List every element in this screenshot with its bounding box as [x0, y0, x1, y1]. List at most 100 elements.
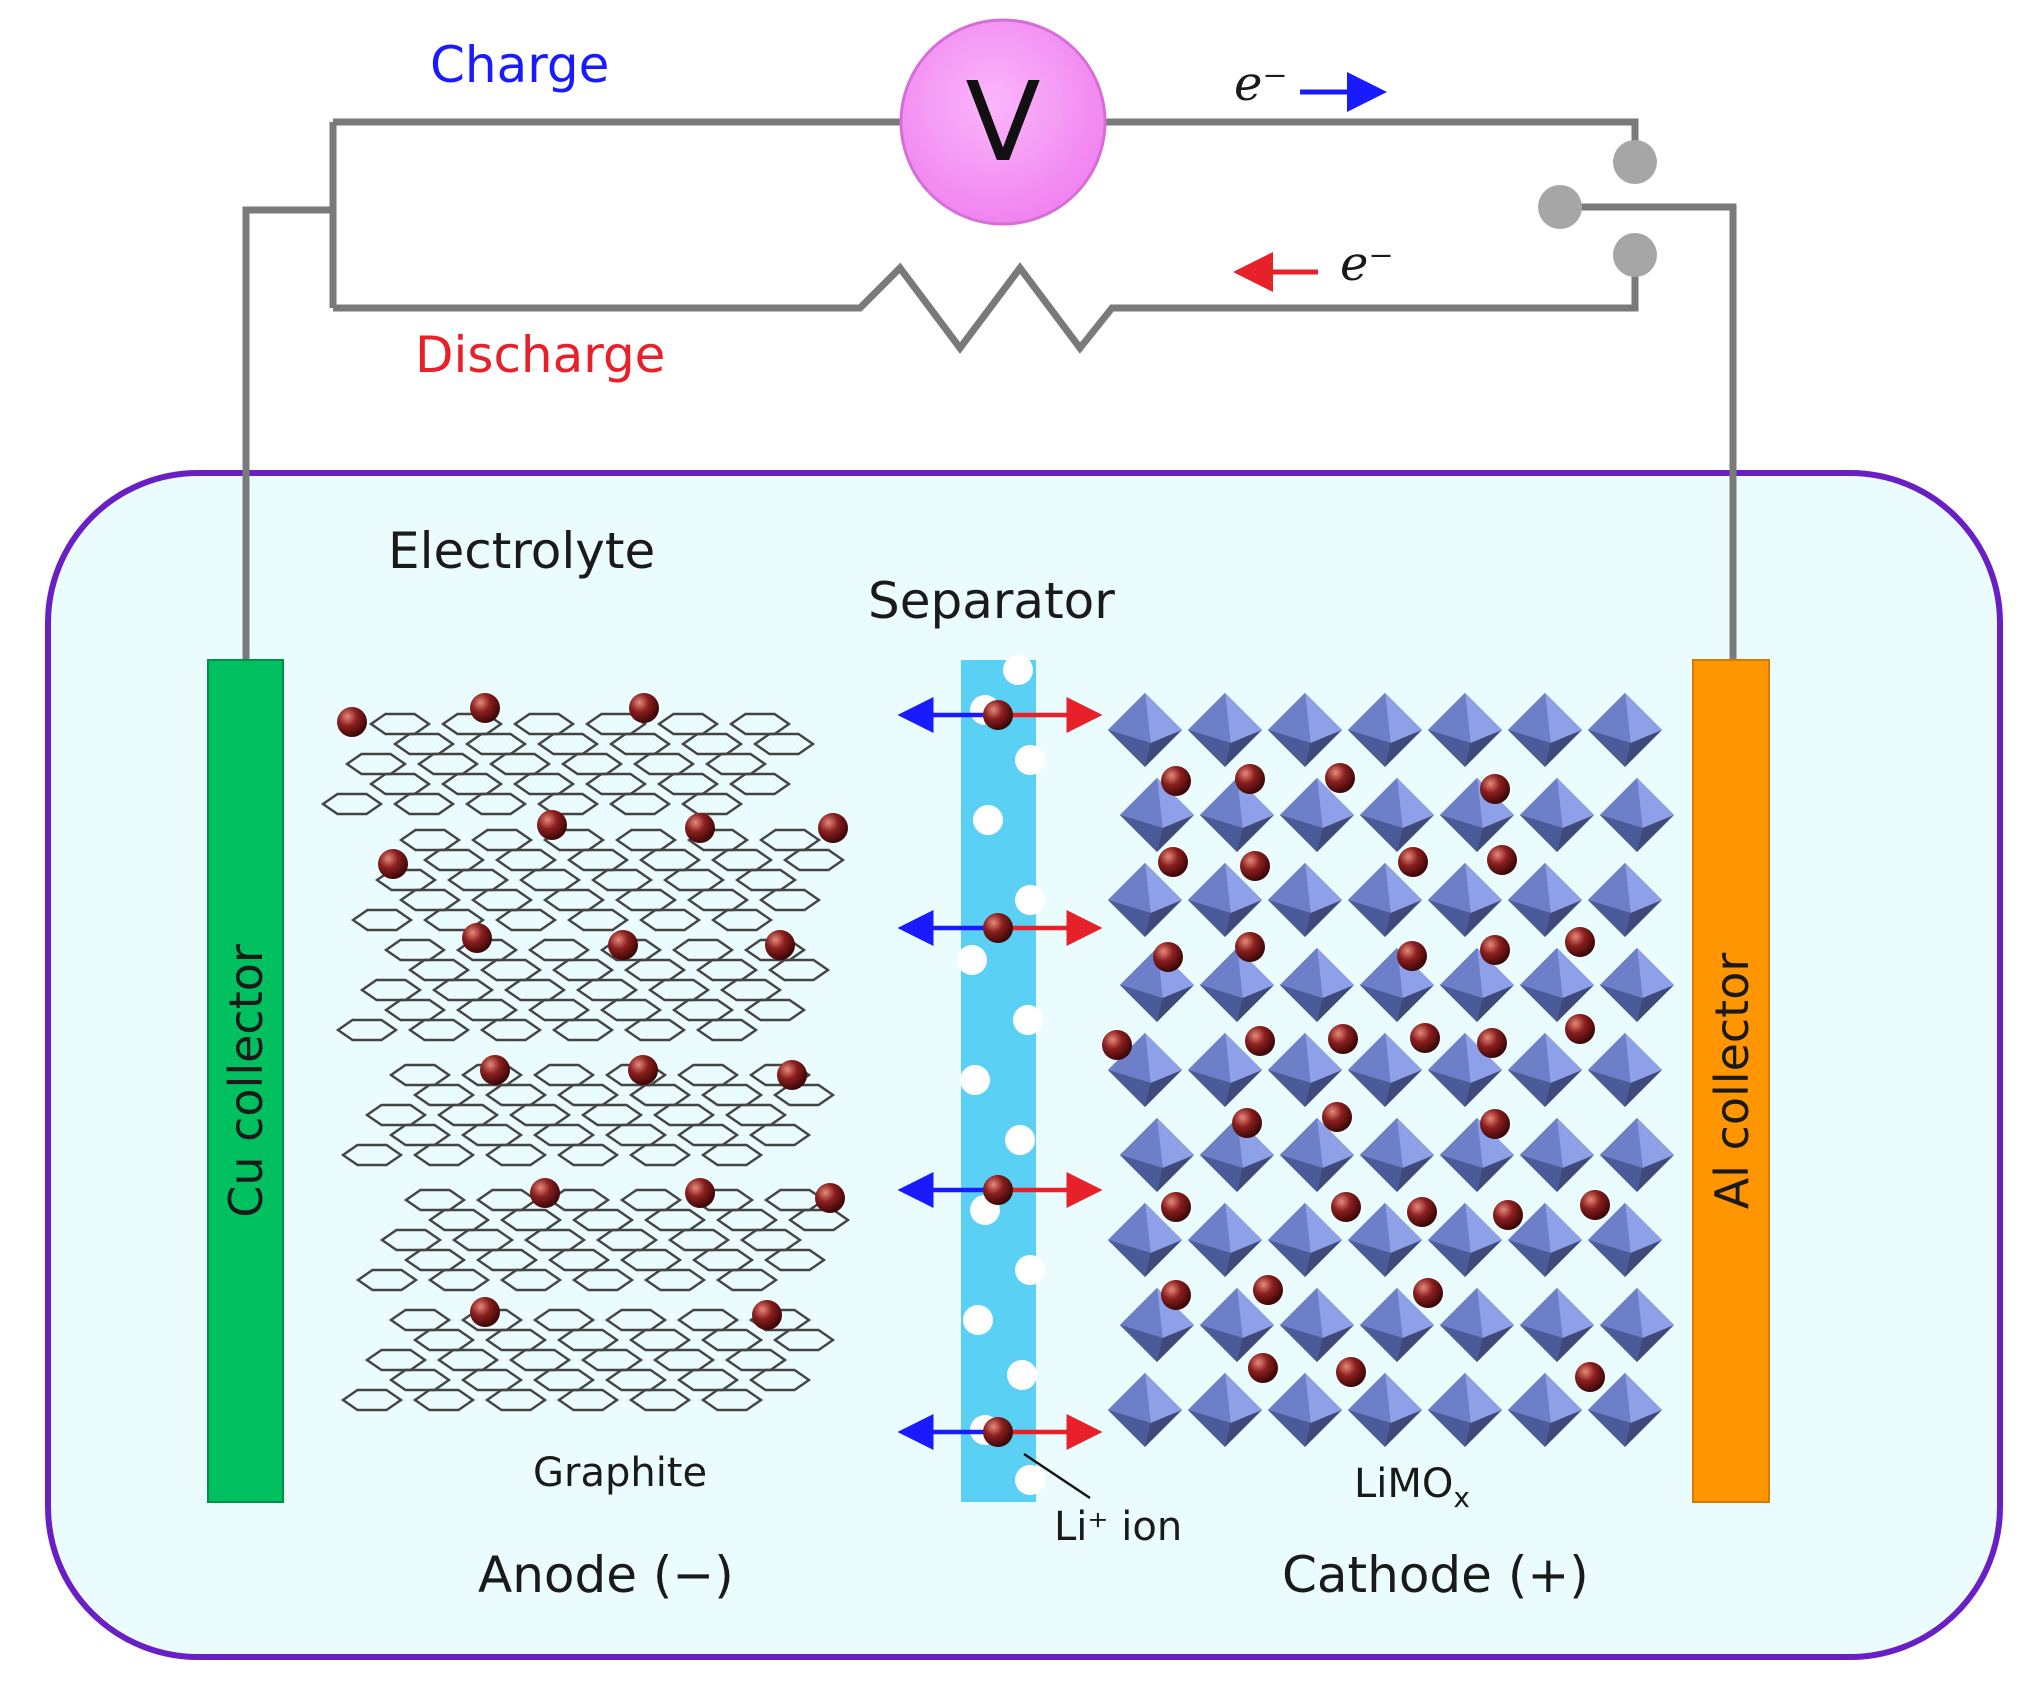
octahedron-face-mid	[1120, 948, 1163, 998]
octahedron-face-light	[1465, 1373, 1502, 1423]
octahedron-face-mid	[1200, 1288, 1243, 1338]
octahedron-face-mid	[1508, 1033, 1551, 1083]
graphite-hexagon	[403, 1188, 467, 1212]
graphite-hexagon	[388, 1123, 452, 1147]
graphite-hexagon	[464, 732, 528, 756]
graphite-hexagon	[700, 1143, 764, 1167]
limox-octahedron	[1508, 1033, 1582, 1107]
octahedron-face-light	[1145, 863, 1182, 913]
octahedron-face-dark	[1280, 1155, 1323, 1192]
graphite-hexagon	[368, 772, 432, 796]
octahedron-face-dark	[1188, 1240, 1231, 1277]
graphite-hexagon	[527, 998, 591, 1022]
graphite-hexagon	[436, 1348, 500, 1372]
graphite-hexagon	[608, 732, 672, 756]
graphite-hexagon	[547, 1188, 611, 1212]
limox-octahedron	[1280, 1118, 1354, 1192]
graphite-hexagon	[604, 1123, 668, 1147]
limox-octahedron	[1348, 1203, 1422, 1277]
octahedron-face-mid	[1588, 863, 1631, 913]
limox-octahedron	[1120, 778, 1194, 852]
limox-label-text: LiMO	[1354, 1461, 1453, 1507]
li-ion	[1477, 1028, 1507, 1058]
octahedron-face-dark	[1440, 1325, 1483, 1362]
graphite-hexagon	[503, 978, 567, 1002]
octahedron-face-dark	[1120, 1155, 1163, 1192]
octahedron-face-light	[1625, 693, 1662, 743]
octahedron-face-mid	[1600, 948, 1643, 998]
graphite-hexagon	[431, 978, 495, 1002]
octahedron-face-dark	[1508, 1410, 1551, 1447]
octahedron-face-light	[1545, 863, 1582, 913]
octahedron-face-mid	[1520, 948, 1563, 998]
limox-octahedron	[1188, 1203, 1262, 1277]
li-ion	[1253, 1275, 1283, 1305]
octahedron-face-dark	[1360, 1155, 1403, 1192]
li-ion	[1245, 1026, 1275, 1056]
octahedron-face-dark	[1108, 730, 1151, 767]
graphite-hexagon	[584, 772, 648, 796]
graphite-hexagon	[571, 1268, 635, 1292]
limox-octahedron	[1508, 1203, 1582, 1277]
octahedron-face-mid	[1348, 1203, 1391, 1253]
limox-octahedron	[1520, 948, 1594, 1022]
li-ion	[1410, 1023, 1440, 1053]
external-circuit	[242, 118, 1737, 660]
octahedron-face-light	[1625, 1203, 1662, 1253]
al-collector	[1692, 659, 1770, 1503]
limox-octahedron	[1360, 1118, 1434, 1192]
discharge-wire-right	[1235, 258, 1639, 312]
graphite-hexagon	[398, 888, 462, 912]
lithium-ions	[337, 693, 1610, 1392]
octahedron-face-mid	[1120, 1118, 1163, 1168]
separator-pore	[1003, 655, 1033, 685]
limox-octahedron	[1508, 863, 1582, 937]
octahedron-face-mid	[1348, 863, 1391, 913]
graphite-hexagon	[748, 1368, 812, 1392]
al-lead-wire	[1560, 203, 1737, 660]
graphite-hexagon	[652, 1348, 716, 1372]
limox-octahedron	[1188, 1033, 1262, 1107]
graphite-hexagon	[527, 938, 591, 962]
graphite-hexagon	[676, 1063, 740, 1087]
graphite-hexagon	[584, 712, 648, 736]
octahedron-face-mid	[1508, 863, 1551, 913]
graphite-sheet	[340, 1063, 836, 1167]
li-ion-leader-line	[1023, 1452, 1091, 1500]
graphite-hexagon	[551, 958, 615, 982]
graphite-hexagon	[350, 908, 414, 932]
limox-octahedron	[1520, 1288, 1594, 1362]
li-ion	[1407, 1197, 1437, 1227]
li-ion	[1480, 935, 1510, 965]
octahedron-face-dark	[1108, 1240, 1151, 1277]
octahedron-face-light	[1557, 1288, 1594, 1338]
octahedron-face-light	[1465, 1033, 1502, 1083]
resistor-zigzag	[733, 262, 1235, 354]
cu-lead-wire	[242, 206, 333, 660]
graphite-hexagon	[787, 1208, 851, 1232]
li-ion	[1487, 845, 1517, 875]
octahedron-face-mid	[1428, 863, 1471, 913]
li-ion	[752, 1300, 782, 1330]
octahedron-face-dark	[1120, 985, 1163, 1022]
li-ion	[1235, 932, 1265, 962]
limox-octahedron	[1188, 863, 1262, 937]
graphite-hexagon	[422, 908, 486, 932]
graphite-hexagon	[460, 1063, 524, 1087]
octahedron-face-dark	[1268, 730, 1311, 767]
limox-octahedron	[1508, 1373, 1582, 1447]
octahedron-face-light	[1625, 1033, 1662, 1083]
limox-octahedron	[1428, 1203, 1502, 1277]
octahedron-face-dark	[1348, 900, 1391, 937]
graphite-hexagon	[700, 1083, 764, 1107]
graphite-hexagon	[595, 1228, 659, 1252]
octahedron-face-dark	[1600, 985, 1643, 1022]
graphite-hexagon	[676, 1368, 740, 1392]
graphite-hexagon	[359, 978, 423, 1002]
graphite-hexagon	[440, 772, 504, 796]
limox-octahedron	[1588, 863, 1662, 937]
li-ion	[1480, 1109, 1510, 1139]
limox-octahedron	[1108, 693, 1182, 767]
li-ion	[1413, 1278, 1443, 1308]
